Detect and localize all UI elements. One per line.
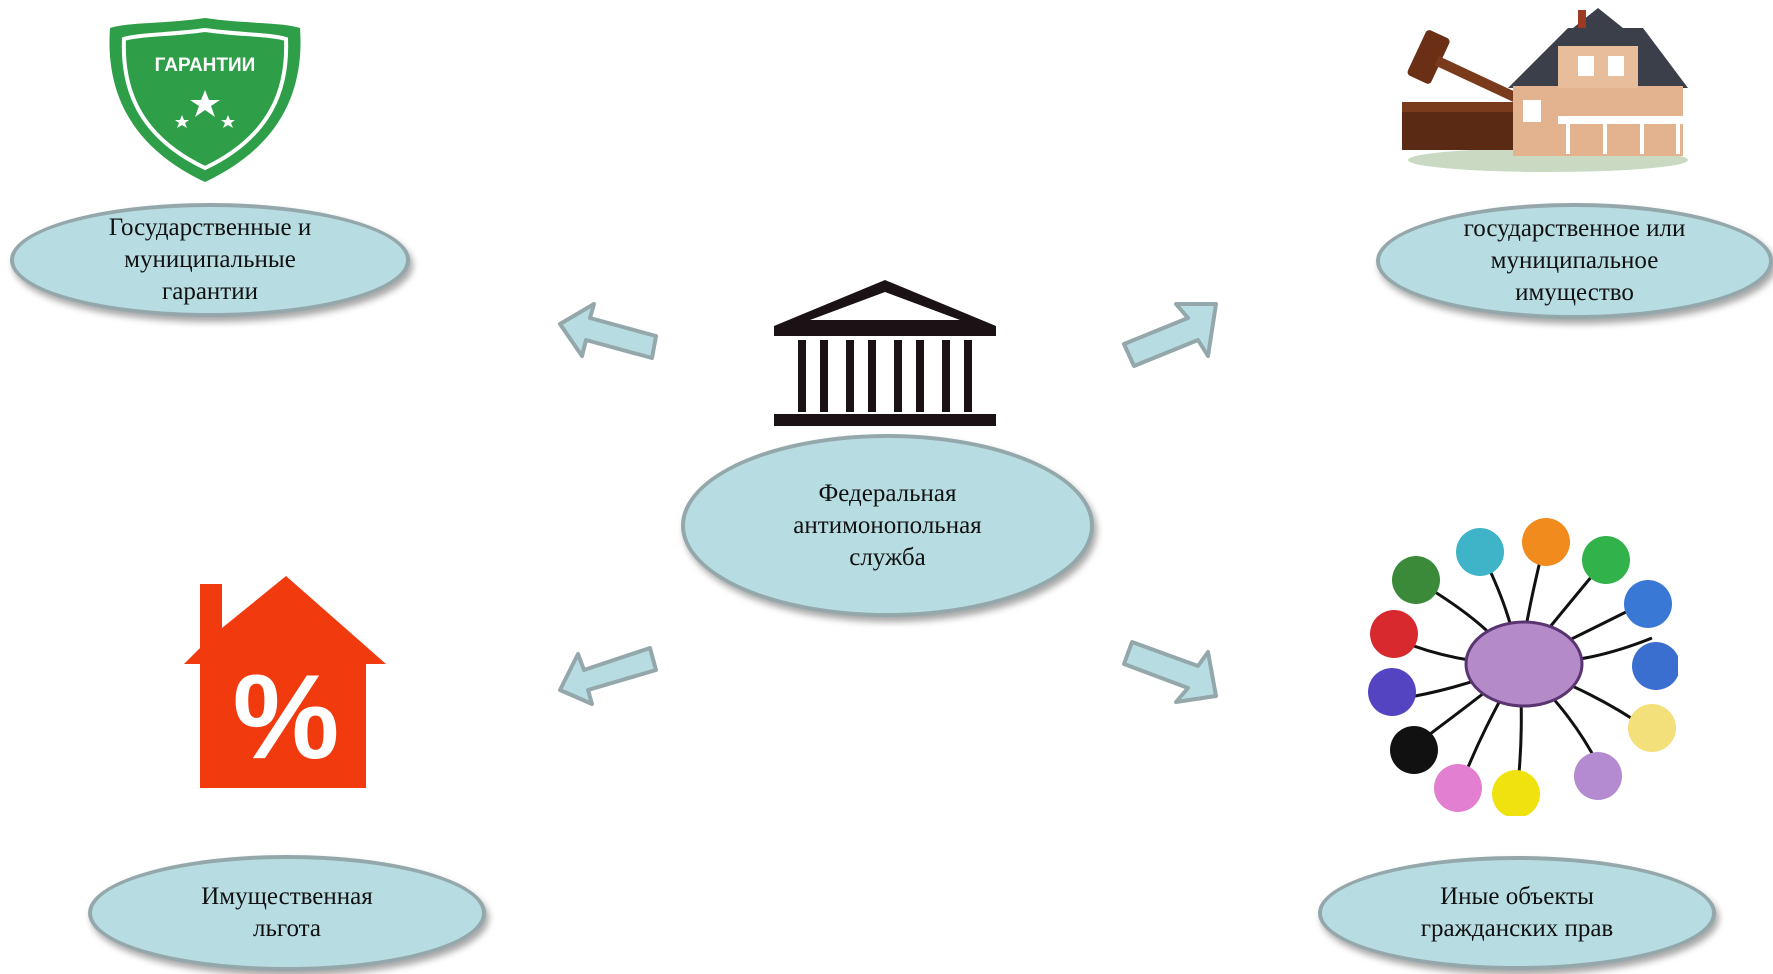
brain-senses-icon — [1368, 518, 1678, 816]
eye-icon — [1522, 518, 1570, 566]
node-state-municipal-guarantees: Государственные и муниципальные гарантии — [10, 203, 410, 317]
arrow-bottom-left — [558, 646, 658, 706]
ear-icon — [1370, 610, 1418, 658]
arrow-top-left — [558, 302, 658, 360]
node-property-benefit: Имущественная льгота — [88, 855, 486, 971]
arrow-top-right — [1122, 302, 1218, 368]
sense-icon — [1574, 752, 1622, 800]
sense-icon — [1456, 528, 1504, 576]
lips-icon — [1628, 704, 1676, 752]
node-label: Государственные и муниципальные гарантии — [108, 214, 312, 305]
government-building-icon — [774, 280, 996, 426]
gavel-house-icon — [1402, 8, 1688, 172]
guarantee-badge-text: ГАРАНТИИ — [155, 55, 256, 76]
music-icon — [1582, 536, 1630, 584]
hand-icon — [1390, 726, 1438, 774]
center-label: Федеральная антимонопольная служба — [793, 479, 982, 571]
nose-icon — [1632, 642, 1678, 690]
guarantee-shield-icon: ГАРАНТИИ — [109, 18, 301, 182]
sense-icon — [1392, 556, 1440, 604]
star-icon — [175, 115, 189, 128]
percent-symbol: % — [233, 650, 340, 784]
node-other-civil-rights-objects: Иные объекты гражданских прав — [1318, 856, 1716, 970]
node-label: Имущественная льгота — [201, 883, 373, 942]
node-state-municipal-property: государственное или муниципальное имущес… — [1376, 203, 1773, 319]
arrow-bottom-right — [1122, 640, 1218, 704]
percent-house-icon: % — [184, 576, 386, 788]
node-label: государственное или муниципальное имущес… — [1463, 215, 1686, 306]
meditation-icon — [1624, 580, 1672, 628]
star-icon — [221, 115, 235, 128]
star-icon — [190, 90, 220, 117]
speech-icon — [1434, 764, 1482, 812]
center-node-fas: Федеральная антимонопольная служба — [681, 434, 1094, 617]
node-label: Иные объекты гражданских прав — [1420, 883, 1614, 942]
cube-icon — [1368, 668, 1416, 716]
sense-icon — [1492, 770, 1540, 816]
